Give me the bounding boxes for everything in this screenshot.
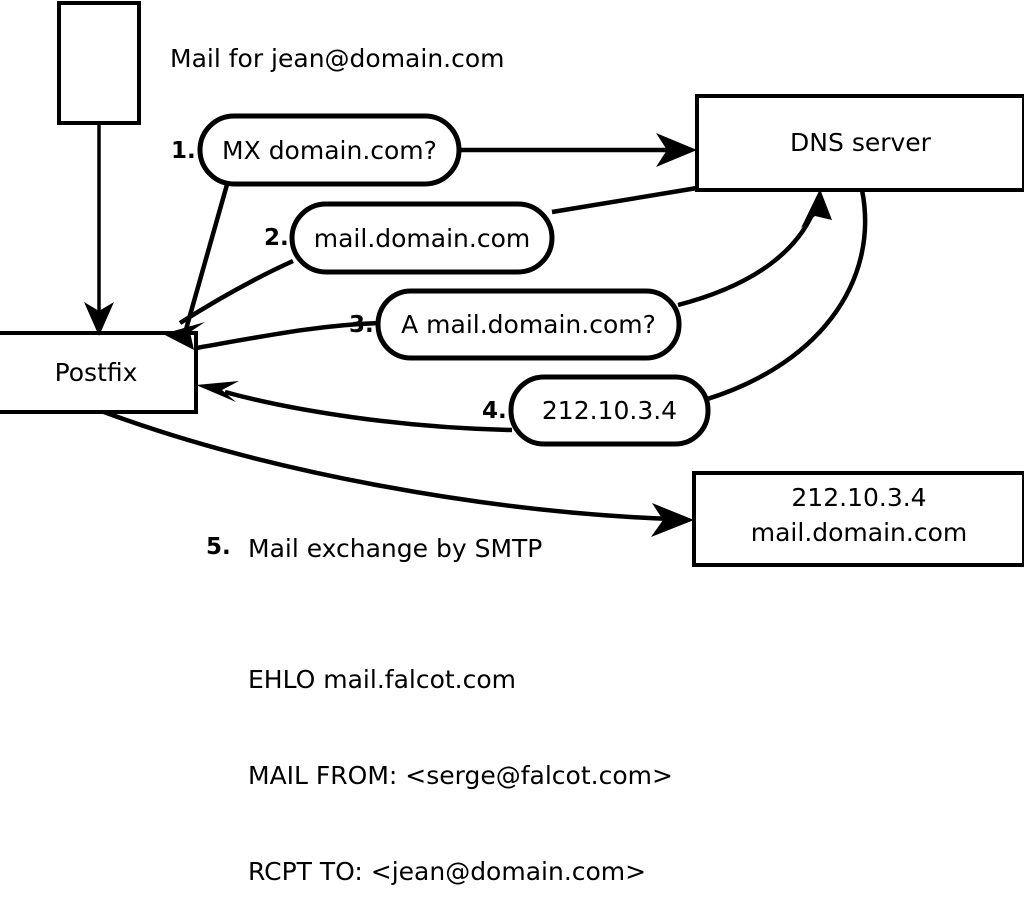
node-target-label-line1: 212.10.3.4 — [791, 483, 927, 512]
node-target-box — [692, 471, 1024, 567]
step-4-bubble-label: 212.10.3.4 — [541, 396, 678, 425]
edge-step3-bubble-to-dns — [677, 204, 819, 308]
edge-step3-postfix-to-bubble — [195, 320, 381, 351]
node-target-label-line2: mail.domain.com — [750, 518, 968, 547]
edge-step4-dns-to-bubble — [689, 189, 868, 407]
smtp-line: RCPT TO: <jean@domain.com> — [248, 857, 647, 886]
edge-step3-arrowhead — [801, 189, 832, 228]
smtp-transcript: EHLO mail.falcot.com MAIL FROM: <serge@f… — [248, 600, 673, 919]
step-1-number: 1. — [171, 138, 196, 164]
edge-step5-postfix-to-target — [103, 409, 673, 522]
smtp-line: MAIL FROM: <serge@falcot.com> — [248, 761, 673, 790]
node-sender-box — [57, 1, 141, 125]
step-2-number: 2. — [264, 225, 289, 251]
node-dns-label: DNS server — [790, 128, 931, 157]
step-4-number: 4. — [482, 398, 507, 424]
bubble-step4 — [508, 374, 711, 447]
edge-step1-postfix-to-bubble — [182, 180, 231, 334]
edge-step5-arrowhead — [651, 503, 694, 537]
bubble-step2 — [289, 201, 555, 275]
diagram-title: Mail for jean@domain.com — [170, 44, 505, 73]
step-3-number: 3. — [349, 312, 374, 338]
edge-step2-bubble-to-postfix — [178, 258, 294, 325]
step-3-bubble-label: A mail.domain.com? — [401, 310, 656, 339]
edge-step4-arrowhead — [196, 381, 239, 402]
step-5-label: Mail exchange by SMTP — [248, 534, 543, 563]
edge-step2-dns-to-bubble — [551, 185, 698, 215]
bubble-step3 — [375, 288, 682, 361]
node-dns-box — [695, 94, 1024, 192]
bubble-step1 — [197, 113, 462, 187]
step-1-bubble-label: MX domain.com? — [222, 136, 437, 165]
edge-step4-bubble-to-postfix — [224, 389, 513, 433]
step-5-number: 5. — [206, 534, 231, 560]
step-2-bubble-label: mail.domain.com — [313, 224, 531, 253]
edge-step2-arrowhead — [163, 322, 205, 350]
edge-step1-arrowhead — [656, 133, 697, 167]
node-postfix-label: Postfix — [54, 358, 138, 387]
node-postfix-box — [0, 331, 198, 414]
edge-sender-to-postfix-arrowhead — [84, 302, 114, 336]
smtp-line: EHLO mail.falcot.com — [248, 665, 517, 694]
